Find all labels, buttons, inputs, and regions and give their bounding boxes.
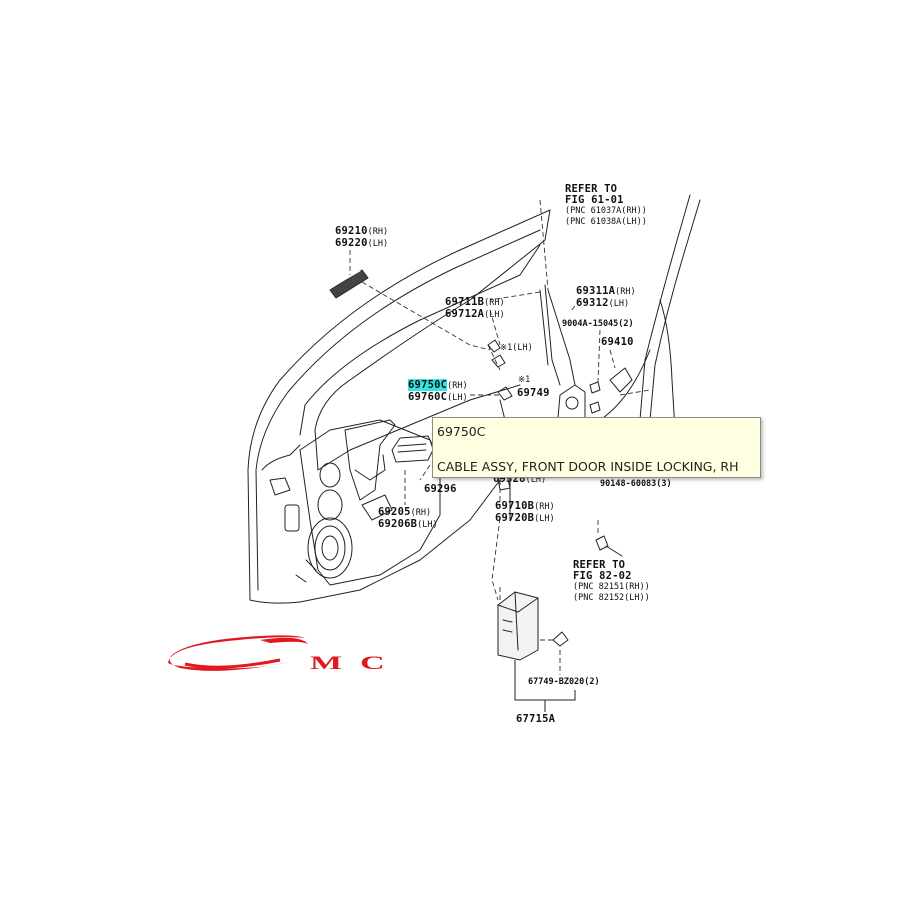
- logo-swoosh-icon: MC: [168, 635, 403, 673]
- label-69210[interactable]: 69210(RH): [335, 225, 389, 238]
- label-69712A[interactable]: 69712A(LH): [445, 308, 505, 321]
- refer-fig-61-01[interactable]: REFER TO FIG 61-01 (PNC 61037A(RH)) (PNC…: [565, 183, 647, 228]
- door-outer-panel: [247, 209, 551, 601]
- label-67715A[interactable]: 67715A: [516, 713, 556, 725]
- label-69205[interactable]: 69205(RH): [378, 506, 432, 519]
- label-asterisk-lh: ※1(LH): [500, 343, 533, 353]
- label-69711B[interactable]: 69711B(RH): [445, 296, 505, 309]
- tooltip-part-description: CABLE ASSY, FRONT DOOR INSIDE LOCKING, R…: [437, 459, 739, 474]
- label-69220[interactable]: 69220(LH): [335, 237, 389, 250]
- highlight-69750C: 69750C: [408, 379, 448, 391]
- logo-text: MC: [310, 653, 403, 673]
- label-69328[interactable]: 69328(LH): [493, 473, 547, 485]
- label-69760C[interactable]: 69760C(LH): [408, 391, 468, 404]
- label-9004A-15045[interactable]: 9004A-15045(2): [562, 319, 634, 329]
- label-69312[interactable]: 69312(LH): [576, 297, 630, 310]
- cmc-logo: MC: [160, 630, 410, 680]
- label-69206B[interactable]: 69206B(LH): [378, 518, 438, 531]
- label-asterisk: ※1: [518, 375, 531, 385]
- tooltip-part-code: 69750C: [437, 424, 486, 439]
- label-90148-60083[interactable]: 90148-60083(3): [600, 479, 672, 489]
- label-69410[interactable]: 69410: [601, 336, 634, 348]
- label-69749[interactable]: 69749: [517, 387, 550, 399]
- label-69311A[interactable]: 69311A(RH): [576, 285, 636, 298]
- part-tooltip: 69750C CABLE ASSY, FRONT DOOR INSIDE LOC…: [432, 417, 761, 478]
- label-69750C[interactable]: 69750C(RH): [408, 379, 468, 391]
- label-69710B[interactable]: 69710B(RH): [495, 500, 555, 513]
- label-69296[interactable]: 69296: [424, 483, 457, 495]
- label-67749-BZ020[interactable]: 67749-BZ020(2): [528, 677, 600, 687]
- part-69210: [329, 269, 369, 299]
- label-69720B[interactable]: 69720B(LH): [495, 512, 555, 525]
- refer-fig-82-02[interactable]: REFER TO FIG 82-02 (PNC 82151(RH)) (PNC …: [573, 559, 650, 604]
